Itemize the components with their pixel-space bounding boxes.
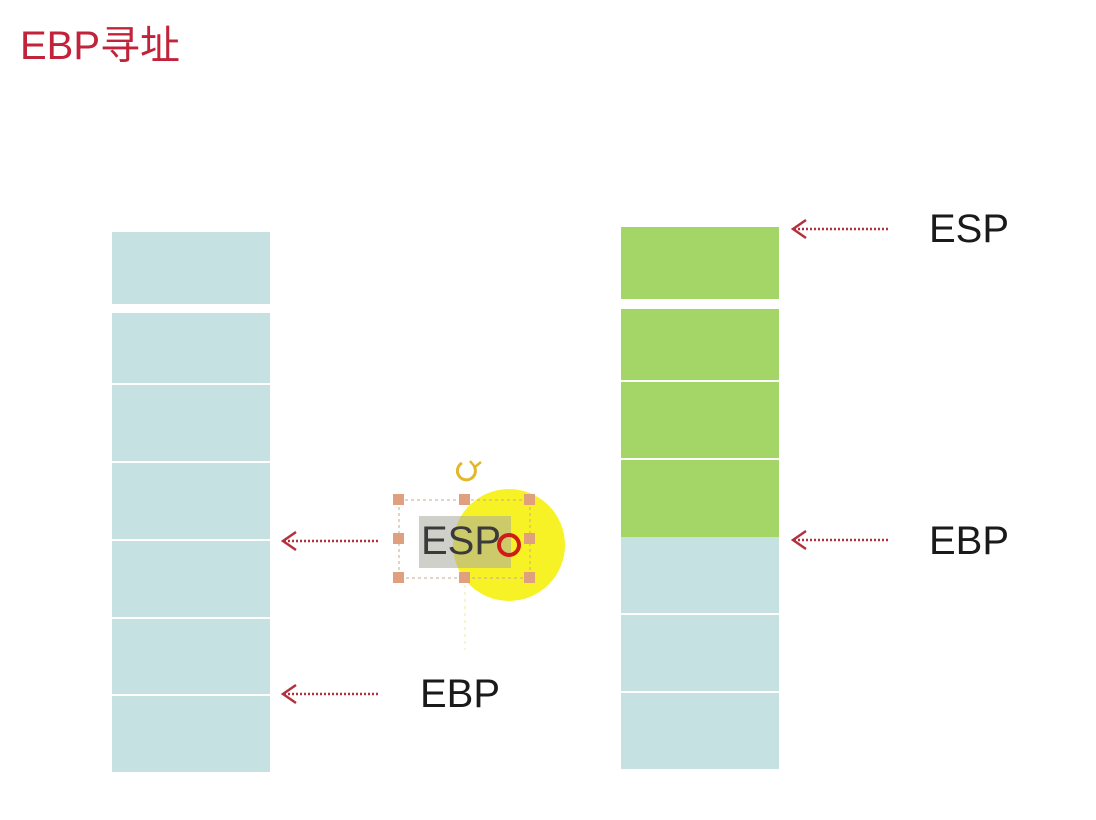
left-ebp-arrow: [280, 683, 378, 705]
mouse-cursor-icon: [497, 533, 521, 557]
resize-handle[interactable]: [393, 494, 404, 505]
right-esp-label: ESP: [929, 207, 1010, 251]
right-stack-cell-used: [621, 460, 779, 537]
right-stack-cell-used: [621, 382, 779, 458]
rotate-handle-icon[interactable]: [455, 460, 482, 482]
resize-handle[interactable]: [459, 494, 470, 505]
right-stack-cell-used: [621, 309, 779, 380]
left-ebp-label: EBP: [420, 672, 501, 716]
left-stack-cell: [112, 463, 270, 539]
right-stack-cell: [621, 615, 779, 691]
resize-handle[interactable]: [393, 533, 404, 544]
left-esp-arrow: [280, 530, 378, 552]
selection-outline: [398, 499, 531, 579]
left-stack-cell: [112, 696, 270, 772]
right-ebp-arrow: [790, 529, 888, 551]
left-stack-cell: [112, 619, 270, 694]
resize-handle[interactable]: [524, 572, 535, 583]
selected-textbox-fill: [419, 516, 511, 568]
page-title: EBP寻址: [20, 24, 181, 68]
left-stack-cell: [112, 385, 270, 461]
left-esp-label[interactable]: ESP: [421, 519, 502, 563]
left-stack-cell: [112, 232, 270, 304]
resize-handle[interactable]: [459, 572, 470, 583]
left-stack-cell: [112, 541, 270, 617]
resize-handle[interactable]: [524, 533, 535, 544]
right-stack-cell: [621, 693, 779, 769]
resize-handle[interactable]: [393, 572, 404, 583]
right-stack-cell-used: [621, 227, 779, 299]
right-ebp-label: EBP: [929, 519, 1010, 563]
left-stack-cell: [112, 313, 270, 383]
right-esp-arrow: [790, 218, 888, 240]
right-stack-cell: [621, 537, 779, 613]
resize-handle[interactable]: [524, 494, 535, 505]
